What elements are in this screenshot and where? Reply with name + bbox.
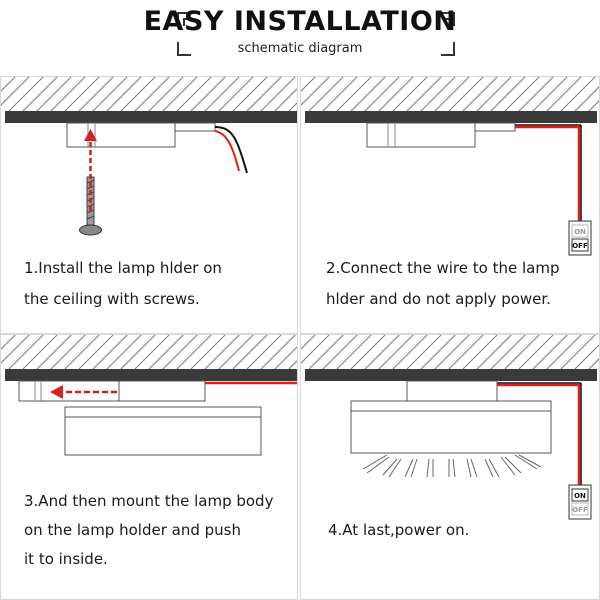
holder-clip (174, 122, 216, 132)
ceiling-slab (305, 111, 597, 123)
page-subtitle: schematic diagram (237, 41, 363, 56)
step-panel-1: 1.Install the lamp hlder on the ceiling … (0, 76, 298, 334)
step-3-illustration (1, 335, 297, 456)
corner-bracket (177, 12, 191, 26)
step-1-illustration (1, 77, 297, 236)
switch-off-label: OFF (572, 506, 588, 514)
step-1-caption: 1.Install the lamp hlder on the ceiling … (24, 253, 222, 315)
black-wire (214, 126, 248, 174)
switch-on-label: ON (574, 228, 586, 236)
caption-line: 3.And then mount the lamp body (24, 492, 274, 510)
arrow-head-icon (84, 129, 97, 141)
step-2-illustration: ON OFF (301, 77, 599, 256)
step-panel-2: ON OFF 2.Connect the wire to the lamp hl… (300, 76, 600, 334)
corner-bracket (441, 12, 455, 26)
lamp-holder (366, 122, 476, 148)
ceiling-hatch (1, 335, 297, 369)
ceiling-hatch (1, 77, 297, 111)
corner-bracket (443, 18, 451, 26)
step-panel-3: 3.And then mount the lamp body on the la… (0, 334, 298, 600)
lamp-holder (66, 122, 176, 148)
caption-line: the ceiling with screws. (24, 290, 200, 308)
corner-bracket (441, 42, 455, 56)
caption-line: 1.Install the lamp hlder on (24, 259, 222, 277)
caption-line: on the lamp holder and push (24, 521, 241, 539)
step-4-caption: 4.At last,power on. (328, 515, 469, 546)
step-4-illustration: ON OFF (301, 335, 599, 520)
page-title: EASY INSTALLATION (143, 6, 457, 37)
ceiling-slab (5, 369, 297, 381)
ceiling-slab (305, 369, 597, 381)
lamp-holder (406, 380, 498, 402)
lamp-body (350, 400, 552, 454)
step-3-caption: 3.And then mount the lamp body on the la… (24, 487, 273, 574)
corner-bracket (177, 42, 191, 56)
caption-line: it to inside. (24, 550, 108, 568)
switch-on-label: ON (574, 492, 586, 500)
lamp-body (64, 406, 262, 456)
header: EASY INSTALLATION schematic diagram (0, 0, 600, 68)
caption-line: hlder and do not apply power. (326, 290, 551, 308)
step-2-caption: 2.Connect the wire to the lamp hlder and… (326, 253, 559, 315)
holder-extension (118, 380, 206, 402)
switch-off-label: OFF (572, 242, 588, 250)
caption-line: 2.Connect the wire to the lamp (326, 259, 560, 277)
red-wire (214, 130, 240, 172)
step-panel-4: ON OFF 4.At last,power on. (300, 334, 600, 600)
holder-clip (474, 122, 516, 132)
power-switch-icon (568, 220, 592, 256)
corner-bracket (183, 18, 191, 26)
ceiling-hatch (301, 77, 599, 111)
ceiling-hatch (301, 335, 599, 369)
caption-line: 4.At last,power on. (328, 521, 470, 539)
light-rays-icon (362, 454, 542, 478)
arrow-head-icon (50, 385, 63, 399)
power-switch-icon (568, 484, 592, 520)
ceiling-slab (5, 111, 297, 123)
